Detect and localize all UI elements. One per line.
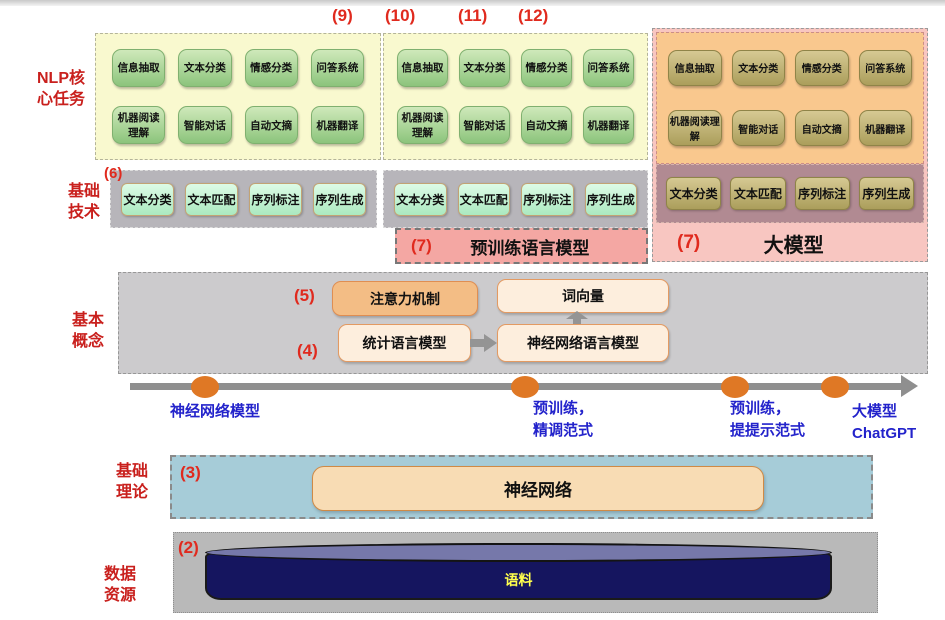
- pretrain-lm-label: 预训练语言模型: [470, 238, 590, 258]
- tech-task-box: 文本分类: [394, 182, 447, 216]
- big-model-label: 大模型: [763, 234, 824, 257]
- tech-task-box: 序列标注: [521, 182, 574, 216]
- marker-9: (9): [332, 6, 353, 25]
- arrow-right-icon: [470, 334, 497, 352]
- big-model-tech-band: 文本分类文本匹配序列标注序列生成: [656, 164, 924, 223]
- nlp-task-box: 问答系统: [858, 49, 912, 86]
- milestone-label-3: 预训练， 提提示范式: [730, 400, 806, 439]
- nlp-task-box: 文本分类: [178, 48, 232, 87]
- tech-task-box: 序列标注: [794, 177, 850, 210]
- nlp-tasks-panel-2: 信息抽取文本分类情感分类问答系统机器阅读理解智能对话自动文摘机器翻译: [383, 33, 648, 160]
- tech-task-box: 序列生成: [858, 177, 914, 210]
- tech-task-box: 文本分类: [666, 177, 722, 210]
- label-basic-theory: 基础 理论: [115, 463, 148, 502]
- tech-task-box: 序列标注: [249, 182, 302, 216]
- marker-5: (5): [294, 286, 315, 305]
- nlp-task-box: 智能对话: [459, 106, 510, 145]
- nlp-task-box: 机器阅读理解: [668, 110, 722, 147]
- marker-11: (11): [458, 6, 488, 25]
- marker-3: (3): [180, 463, 201, 482]
- nlp-task-box: 情感分类: [244, 48, 298, 87]
- neural-lm-box: 神经网络语言模型: [497, 324, 669, 362]
- big-model-panel: 信息抽取文本分类情感分类问答系统机器阅读理解智能对话自动文摘机器翻译 文本分类文…: [652, 28, 928, 262]
- nlp-tasks-panel-1: 信息抽取文本分类情感分类问答系统机器阅读理解智能对话自动文摘机器翻译: [95, 33, 381, 160]
- tech-task-box: 文本分类: [121, 182, 174, 216]
- nlp-task-box: 问答系统: [583, 48, 634, 87]
- basic-tech-band-2: 文本分类文本匹配序列标注序列生成: [383, 170, 648, 228]
- nlp-task-box: 智能对话: [178, 106, 232, 145]
- tech-task-box: 文本匹配: [457, 182, 510, 216]
- marker-7-pretrain: (7): [411, 236, 432, 255]
- marker-10: (10): [385, 6, 416, 25]
- arrow-up-icon: [566, 311, 588, 324]
- statistical-lm-box: 统计语言模型: [338, 324, 471, 362]
- marker-6: (6): [104, 165, 123, 182]
- marker-4: (4): [297, 341, 318, 360]
- attention-box: 注意力机制: [332, 281, 478, 316]
- nlp-task-box: 问答系统: [310, 48, 364, 87]
- word-vector-box: 词向量: [497, 279, 669, 313]
- tech-task-box: 序列生成: [584, 182, 637, 216]
- nlp-task-box: 机器阅读理解: [112, 106, 166, 145]
- tech-task-box: 文本匹配: [730, 177, 786, 210]
- nlp-task-box: 情感分类: [521, 48, 572, 87]
- label-data-resources: 数据 资源: [103, 566, 136, 605]
- nlp-task-box: 智能对话: [731, 110, 785, 147]
- neural-network-box: 神经网络: [312, 466, 764, 511]
- nlp-task-box: 信息抽取: [668, 49, 722, 86]
- label-nlp-core-tasks: NLP核 心任务: [36, 70, 85, 109]
- milestone-label-2: 预训练， 精调范式: [533, 400, 594, 439]
- nlp-task-box: 自动文摘: [244, 106, 298, 145]
- marker-7-big: (7): [677, 232, 701, 253]
- milestone-dot-3: [721, 376, 749, 398]
- milestone-label-1: 神经网络模型: [170, 403, 261, 420]
- tech-task-box: 文本匹配: [185, 182, 238, 216]
- nlp-task-box: 机器翻译: [858, 110, 912, 147]
- timeline-arrow-head-icon: [901, 375, 918, 397]
- marker-12: (12): [518, 6, 549, 25]
- milestone-dot-4: [821, 376, 849, 398]
- basic-tech-band-1: 文本分类文本匹配序列标注序列生成: [110, 170, 377, 228]
- nlp-task-box: 信息抽取: [397, 48, 448, 87]
- nlp-tasks-panel-3: 信息抽取文本分类情感分类问答系统机器阅读理解智能对话自动文摘机器翻译: [656, 32, 924, 164]
- nlp-task-box: 机器阅读理解: [397, 106, 448, 145]
- marker-2: (2): [178, 538, 199, 557]
- tech-task-box: 序列生成: [313, 182, 366, 216]
- nlp-task-box: 机器翻译: [583, 106, 634, 145]
- milestone-label-4: 大模型 ChatGPT: [852, 403, 917, 442]
- nlp-task-box: 自动文摘: [521, 106, 572, 145]
- nlp-task-box: 自动文摘: [795, 110, 849, 147]
- nlp-task-box: 信息抽取: [112, 48, 166, 87]
- milestone-dot-1: [191, 376, 219, 398]
- nlp-task-box: 文本分类: [459, 48, 510, 87]
- milestone-dot-2: [511, 376, 539, 398]
- corpus-cylinder-top: [205, 543, 832, 562]
- slide-bottom-edge: [0, 0, 945, 6]
- big-model-row: (7) 大模型: [653, 223, 927, 263]
- label-basic-concepts: 基本 概念: [71, 312, 104, 351]
- nlp-task-box: 情感分类: [795, 49, 849, 86]
- nlp-task-box: 文本分类: [731, 49, 785, 86]
- corpus-label: 语料: [504, 572, 533, 588]
- pretrain-lm-box: (7) 预训练语言模型: [395, 228, 648, 264]
- label-basic-tech: 基础 技术: [67, 183, 100, 222]
- nlp-task-box: 机器翻译: [310, 106, 364, 145]
